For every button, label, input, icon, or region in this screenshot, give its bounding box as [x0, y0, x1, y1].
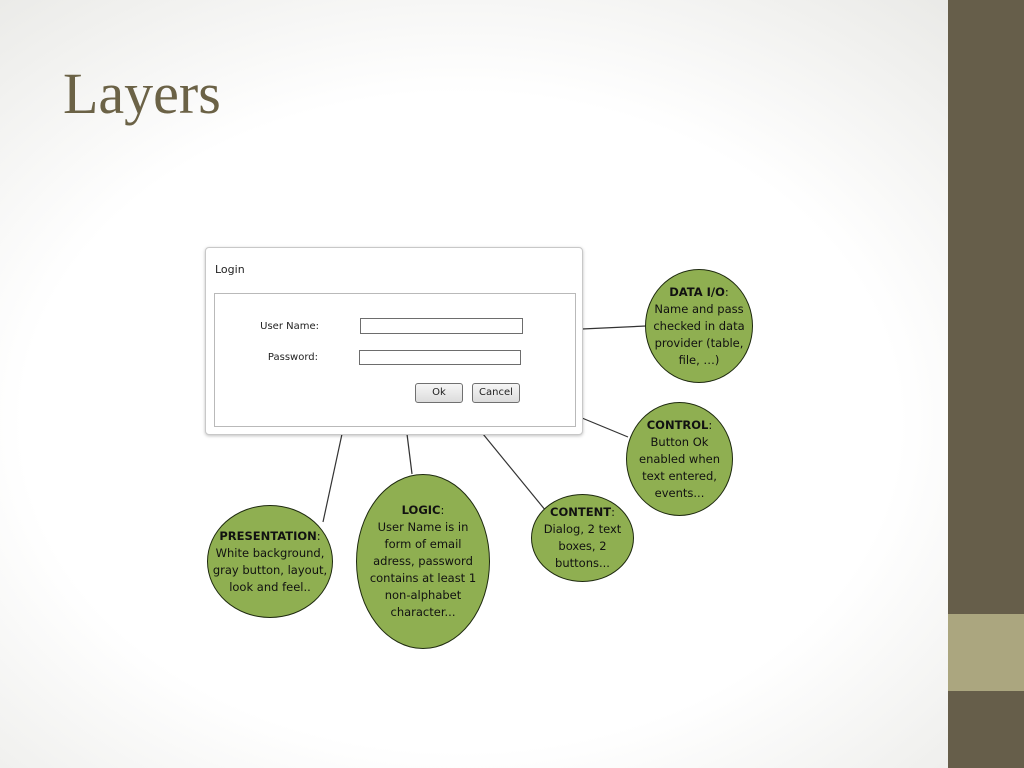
dialog-title: Login — [215, 263, 245, 276]
bubble-heading: DATA I/O — [669, 284, 725, 299]
bubble-body: Button Ok enabled when text entered, eve… — [639, 434, 720, 500]
bubble-heading: CONTENT — [550, 505, 612, 519]
side-bar-accent — [948, 614, 1024, 691]
slide-title: Layers — [63, 61, 221, 126]
connector-content — [482, 433, 547, 512]
bubble-separator: : — [611, 505, 615, 519]
bubble-body: Dialog, 2 text boxes, 2 buttons... — [543, 522, 622, 570]
bubble-separator: : — [708, 417, 713, 432]
bubble-heading: PRESENTATION — [219, 528, 317, 543]
username-input[interactable] — [360, 318, 523, 334]
bubble-presentation: PRESENTATION: White background, gray but… — [207, 505, 333, 618]
bubble-separator: : — [724, 284, 729, 299]
connector-presentation — [322, 433, 343, 523]
bubble-body: User Name is in form of email adress, pa… — [369, 520, 477, 619]
connector-data-io — [581, 325, 647, 330]
cancel-button[interactable]: Cancel — [472, 383, 520, 403]
dialog-panel: User Name: Password: Ok Cancel — [214, 293, 576, 427]
bubble-body: Name and pass checked in data provider (… — [653, 301, 745, 367]
bubble-control: CONTROL: Button Ok enabled when text ent… — [626, 402, 733, 516]
password-label: Password: — [267, 352, 318, 363]
password-input[interactable] — [359, 350, 521, 365]
bubble-heading: LOGIC — [401, 503, 441, 517]
bubble-separator: : — [316, 528, 321, 543]
bubble-content: CONTENT: Dialog, 2 text boxes, 2 buttons… — [531, 494, 634, 582]
connector-control — [581, 417, 629, 438]
bubble-body: White background, gray button, layout, l… — [212, 545, 328, 594]
ok-button[interactable]: Ok — [415, 383, 463, 403]
bubble-data-io: DATA I/O: Name and pass checked in data … — [645, 269, 753, 383]
connector-logic — [406, 433, 413, 475]
username-label: User Name: — [260, 321, 319, 332]
bubble-separator: : — [440, 503, 445, 517]
login-dialog: Login User Name: Password: Ok Cancel — [205, 247, 583, 435]
bubble-logic: LOGIC: User Name is in form of email adr… — [356, 474, 490, 649]
bubble-heading: CONTROL — [646, 417, 709, 432]
